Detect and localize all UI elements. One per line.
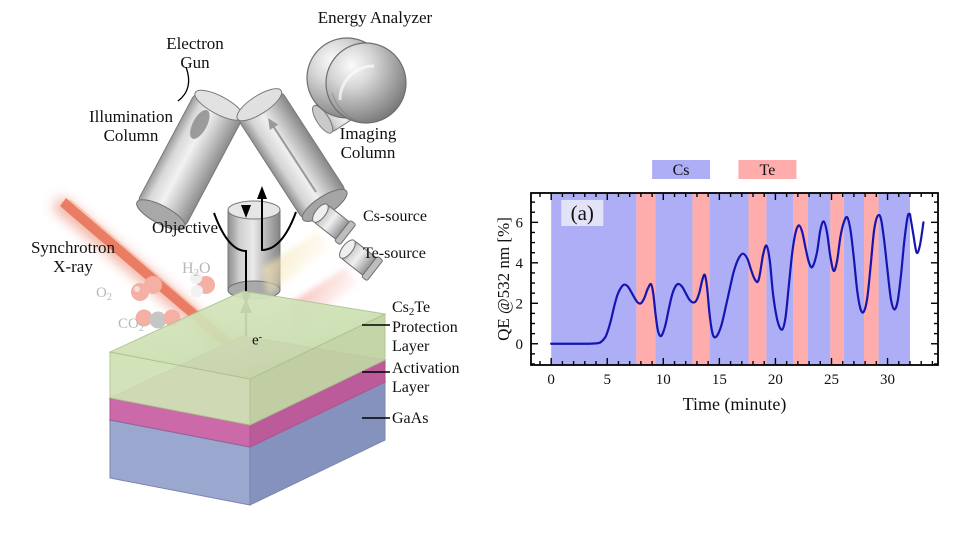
legend-swatches: Cs Te [652, 160, 797, 179]
y-tick-label: 2 [516, 296, 524, 312]
y-axis-title: QE @532 nm [%] [495, 217, 513, 341]
label-cs-source: Cs-source [363, 208, 427, 225]
label-synchrotron-xray: Synchrotron X-ray [30, 238, 116, 277]
shaded-band-te [636, 193, 656, 365]
label-electron-gun: Electron Gun [166, 34, 224, 73]
legend-label-cs: Cs [673, 162, 690, 179]
x-axis-title: Time (minute) [683, 394, 787, 415]
label-energy-analyzer: Energy Analyzer [317, 8, 433, 27]
shaded-band-te [864, 193, 879, 365]
label-co2: CO2 [118, 316, 144, 334]
x-tick-label: 30 [880, 372, 895, 388]
label-illumination-column: Illumination Column [88, 107, 174, 146]
axis-tick-labels-group: 0 5 10 15 20 25 30 0 2 4 6 [516, 215, 896, 388]
x-tick-label: 0 [547, 372, 555, 388]
x-tick-label: 5 [603, 372, 611, 388]
label-gaas-layer: GaAs [392, 410, 429, 427]
label-cs2te-protection-layer: Cs2Te Protection Layer [392, 299, 458, 355]
energy-analyzer [306, 37, 407, 134]
shaded-band-te [692, 193, 710, 365]
qe-vs-time-chart: Cs Te 0 5 10 15 20 25 30 0 2 4 6 (a) Time (minute) Q… [495, 150, 960, 425]
panel-label: (a) [571, 201, 594, 225]
shaded-band-cs [709, 193, 749, 365]
label-h2o: H2O [182, 260, 211, 280]
beam-path-lines [213, 192, 297, 300]
legend-label-te: Te [760, 162, 776, 179]
label-imaging-column: Imaging Column [339, 124, 397, 163]
shaded-band-cs [807, 193, 831, 365]
y-tick-label: 0 [516, 337, 524, 353]
axis-titles-group: Time (minute) QE @532 nm [%] [495, 217, 786, 415]
qe-curve [550, 212, 912, 345]
qe-curve-tail [908, 213, 925, 255]
legend-swatch-te [738, 160, 797, 179]
label-o2: O2 [96, 285, 112, 303]
shaded-band-te [793, 193, 808, 365]
label-electron-arrow: e- [252, 332, 263, 349]
leem-schematic-diagram [52, 37, 407, 506]
shaded-band-te [748, 193, 767, 365]
label-te-source: Te-source [363, 245, 426, 262]
qe-curve-group [550, 212, 925, 345]
sample-block [108, 290, 387, 506]
y-tick-label: 4 [516, 256, 524, 272]
x-tick-label: 25 [824, 372, 839, 388]
shaded-band-cs [655, 193, 693, 365]
plot-frame [530, 192, 939, 366]
plot-frame-group [530, 192, 939, 366]
x-tick-label: 15 [712, 372, 727, 388]
layer-leader-lines [362, 324, 390, 419]
label-activation-layer: Activation Layer [392, 360, 460, 396]
y-tick-label: 6 [516, 215, 524, 231]
chart-canvas: Cs Te 0 5 10 15 20 25 30 0 2 4 6 (a) Time (minute) Q… [495, 160, 939, 415]
shaded-band-cs [878, 193, 910, 365]
x-tick-label: 20 [768, 372, 783, 388]
shaded-band-te [830, 193, 844, 365]
illumination-column [136, 89, 244, 231]
legend-swatch-cs [652, 160, 711, 179]
shaded-bands-group [551, 193, 910, 365]
label-objective: Objective [152, 218, 219, 237]
electron-gun-leader [177, 66, 190, 102]
shaded-band-cs [843, 193, 864, 365]
panel-label-background [561, 200, 604, 226]
x-tick-label: 10 [656, 372, 671, 388]
panel-label-group: (a) [561, 200, 604, 226]
cs-source-emitter [262, 203, 356, 296]
axis-ticks-group [531, 193, 938, 365]
